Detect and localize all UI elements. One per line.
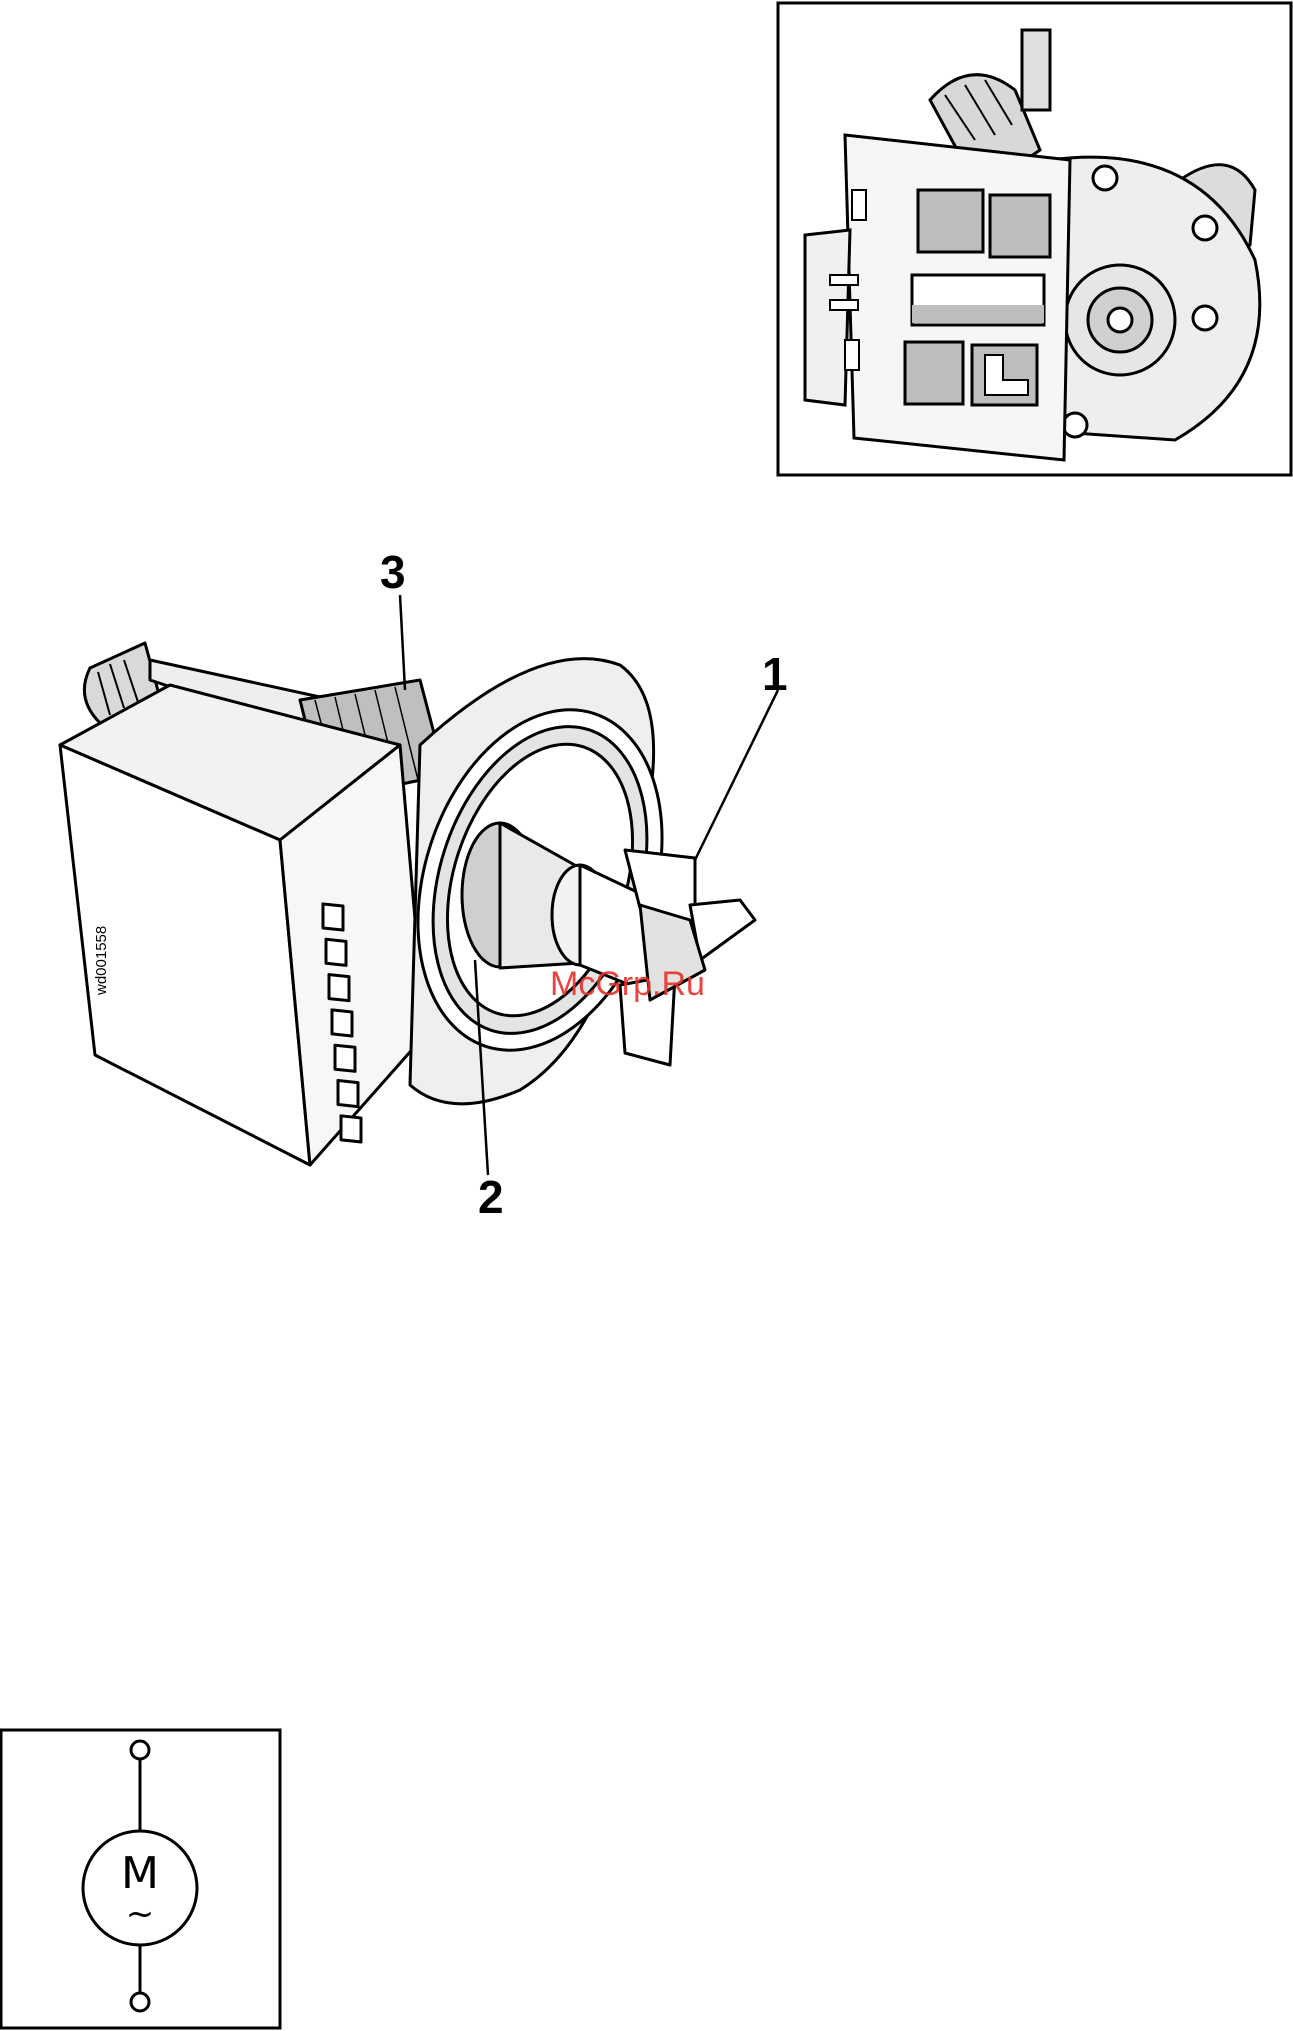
drain-pump-icon	[60, 595, 778, 1175]
drain-pump-back-icon	[778, 3, 1291, 475]
callout-1: 1	[762, 648, 788, 700]
motor-letter: M	[121, 1848, 159, 1899]
part-code-label: wd001558	[93, 926, 110, 996]
motor-current-symbol: ~	[126, 1894, 155, 1934]
callout-2: 2	[478, 1171, 504, 1223]
callout-3: 3	[380, 546, 406, 598]
watermark: McGrp.Ru	[550, 965, 705, 1003]
